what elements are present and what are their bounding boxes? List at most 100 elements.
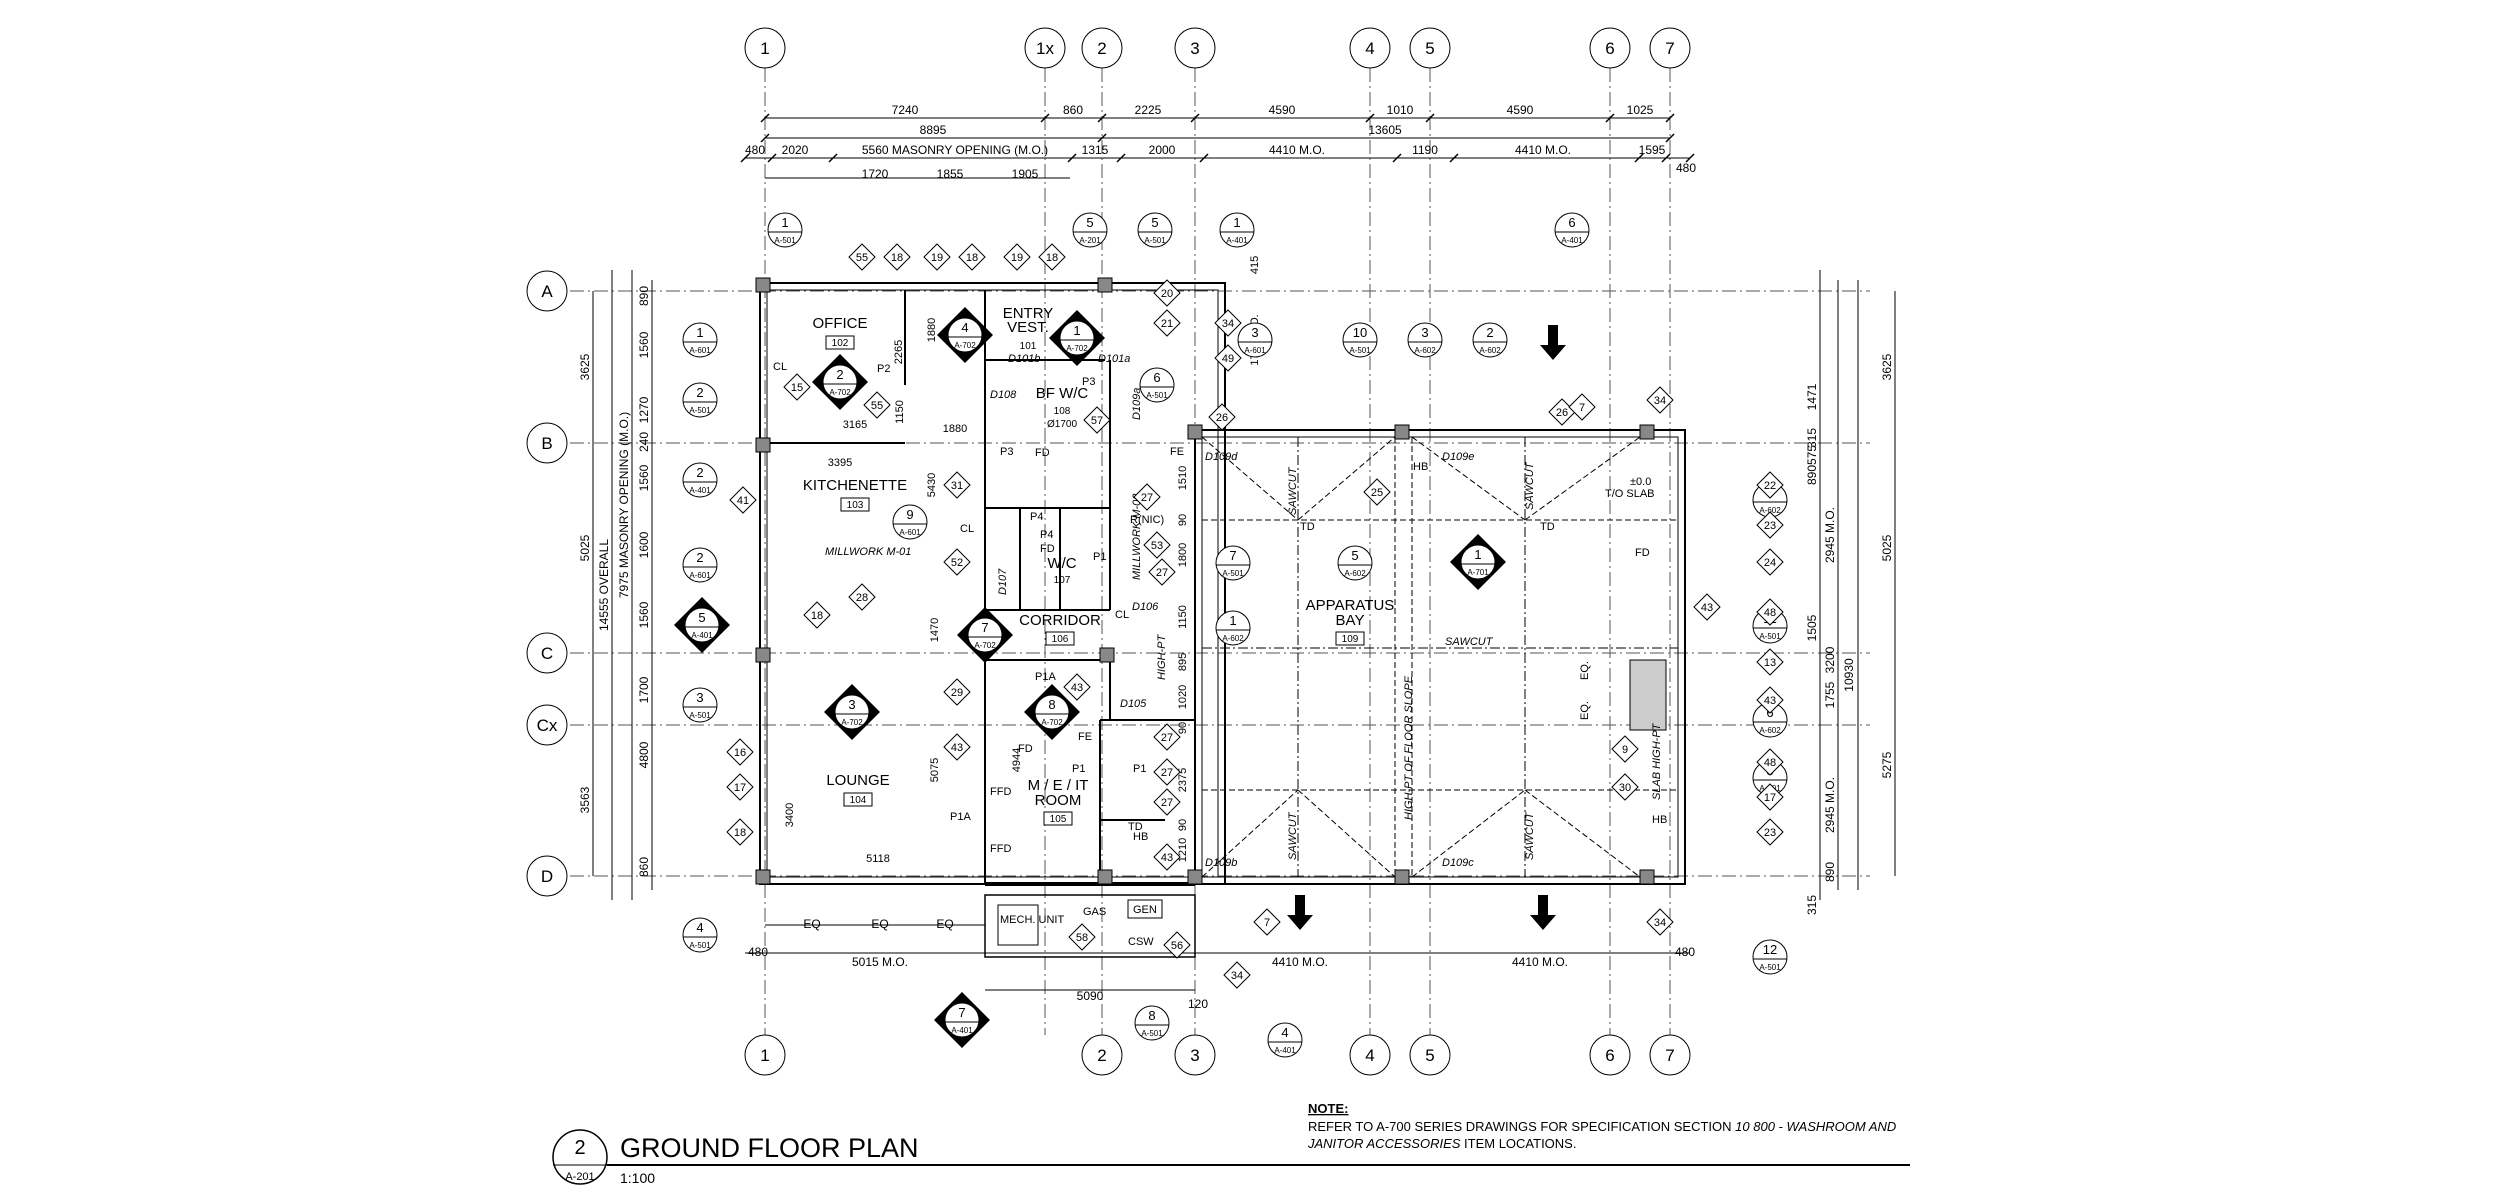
room-name: KITCHENETTE [803,477,907,494]
paint-tag: P4 [1040,529,1053,541]
dimension-label: 890 [1805,465,1819,485]
dimension-label: 2000 [1149,143,1176,157]
callout-number: 3 [848,697,855,712]
keynote: 34 [1214,309,1242,337]
elevation-callout: 7A-702 [957,607,1013,663]
keynote: 49 [1214,344,1242,372]
keynote: 55 [848,243,876,271]
dimension-label: 860 [637,857,651,877]
dimension-label: 2225 [1135,103,1162,117]
keynote-number: 23 [1764,827,1776,839]
dimension-label: 890 [1823,862,1837,882]
grid-label: D [541,867,553,886]
dimension-label: 240 [637,432,651,452]
gas-label: GAS [1083,906,1106,918]
callout-number: 5 [698,610,705,625]
keynote-number: 18 [1046,252,1058,264]
room-mech-it: M / E / IT ROOM 105 [1028,777,1088,826]
room-name: OFFICE [813,315,868,332]
keynote: 9 [1611,735,1639,763]
keynote: 22 [1756,471,1784,499]
dimension-label: 2375 [1177,768,1189,792]
keynote-number: 55 [856,252,868,264]
keynote-number: 27 [1156,567,1168,579]
keynote-number: 20 [1161,288,1173,300]
grid-bubble-B: B [526,422,568,464]
right-dimension-text: 1471 315 575 890 2945 M.O. 1505 3200 109… [1805,353,1894,915]
sawcut-label: SAWCUT [1287,466,1299,515]
elevation-callouts: 2A-7024A-7021A-7023A-7027A-7028A-7021A-7… [674,307,1506,1048]
dimension-label: 4410 M.O. [1512,955,1568,969]
dimension-label: 5025 [578,534,592,561]
dimension-label: 1560 [637,331,651,358]
paint-tag: P2 [877,363,890,375]
dimension-label: 2265 [893,340,905,364]
grid-label: B [541,434,552,453]
keynote: 18 [726,818,754,846]
keynote: 24 [1756,548,1784,576]
room-lounge: LOUNGE 104 [826,772,890,807]
eq-label: EQ. [1579,701,1591,720]
grid-bubbles-left: A B C Cx D [526,270,568,897]
grid-label: 7 [1665,1046,1674,1065]
grid-bubble-3-bottom: 3 [1174,1034,1216,1076]
callout-sheet: A-501 [1349,346,1371,355]
callout-sheet: A-601 [689,346,711,355]
door-tag: D109d [1205,451,1238,463]
left-dimension-text: 3625 5025 3563 14555 OVERALL 7975 MASONR… [578,286,651,877]
callout-number: 3 [1251,325,1258,340]
keynote: 43 [1063,673,1091,701]
dimension-label: 3625 [1880,353,1894,380]
grid-bubble-Cx: Cx [526,704,568,746]
left-dimension-strings [592,270,653,900]
dimension-label: 480 [1675,945,1695,959]
keynote: 34 [1646,908,1674,936]
dimension-label: 1880 [943,423,967,435]
elevation-callout: 7A-401 [934,992,990,1048]
room-number: 105 [1050,814,1067,825]
callout-sheet: A-401 [691,631,713,640]
section-callout: 5A-602 [1337,545,1373,581]
callout-sheet: A-702 [954,341,976,350]
callout-number: 2 [696,465,703,480]
callout-sheet: A-501 [1141,1029,1163,1038]
elevation-callout: 1A-701 [1450,534,1506,590]
paint-tag: P4 [1030,511,1043,523]
grid-bubble-A: A [526,270,568,312]
grid-bubble-1-bottom: 1 [744,1034,786,1076]
callout-number: 2 [696,385,703,400]
keynote: 18 [958,243,986,271]
paint-tag: P1 [1133,763,1146,775]
dimension-label: 2945 M.O. [1823,507,1837,563]
svg-text:ENTRY: ENTRY [1003,305,1054,322]
keynote-number: 26 [1556,407,1568,419]
grid-label: A [541,282,553,301]
grid-label: 2 [1097,1046,1106,1065]
callout-number: 7 [981,620,988,635]
keynote: 34 [1646,386,1674,414]
callout-sheet: A-501 [689,941,711,950]
keynote: 27 [1153,758,1181,786]
keynote-number: 34 [1654,395,1666,407]
callout-sheet: A-601 [899,528,921,537]
dimension-label: EQ [803,917,820,931]
callout-number: 7 [958,1005,965,1020]
paint-tag: P1A [1035,671,1056,683]
grid-label: 1 [760,39,769,58]
keynote: 7 [1568,393,1596,421]
dimension-label: 8895 [920,123,947,137]
floor-drain-label: FD [1040,543,1055,555]
paint-tag: P1 [1093,551,1106,563]
room-bf-wc: BF W/C 108 Ø1700 [1036,385,1089,430]
turning-radius: Ø1700 [1047,419,1077,430]
grid-bubble-2-bottom: 2 [1081,1034,1123,1076]
callout-number: 1 [781,215,788,230]
grid-bubble-6-bottom: 6 [1589,1034,1631,1076]
callout-sheet: A-701 [1467,568,1489,577]
callout-sheet: A-501 [689,711,711,720]
room-kitchenette: KITCHENETTE 103 [803,477,907,512]
section-callout: 6A-501 [1139,367,1175,403]
callout-number: 8 [1048,697,1055,712]
structural-columns [755,277,1667,885]
keynote: 34 [1223,961,1251,989]
